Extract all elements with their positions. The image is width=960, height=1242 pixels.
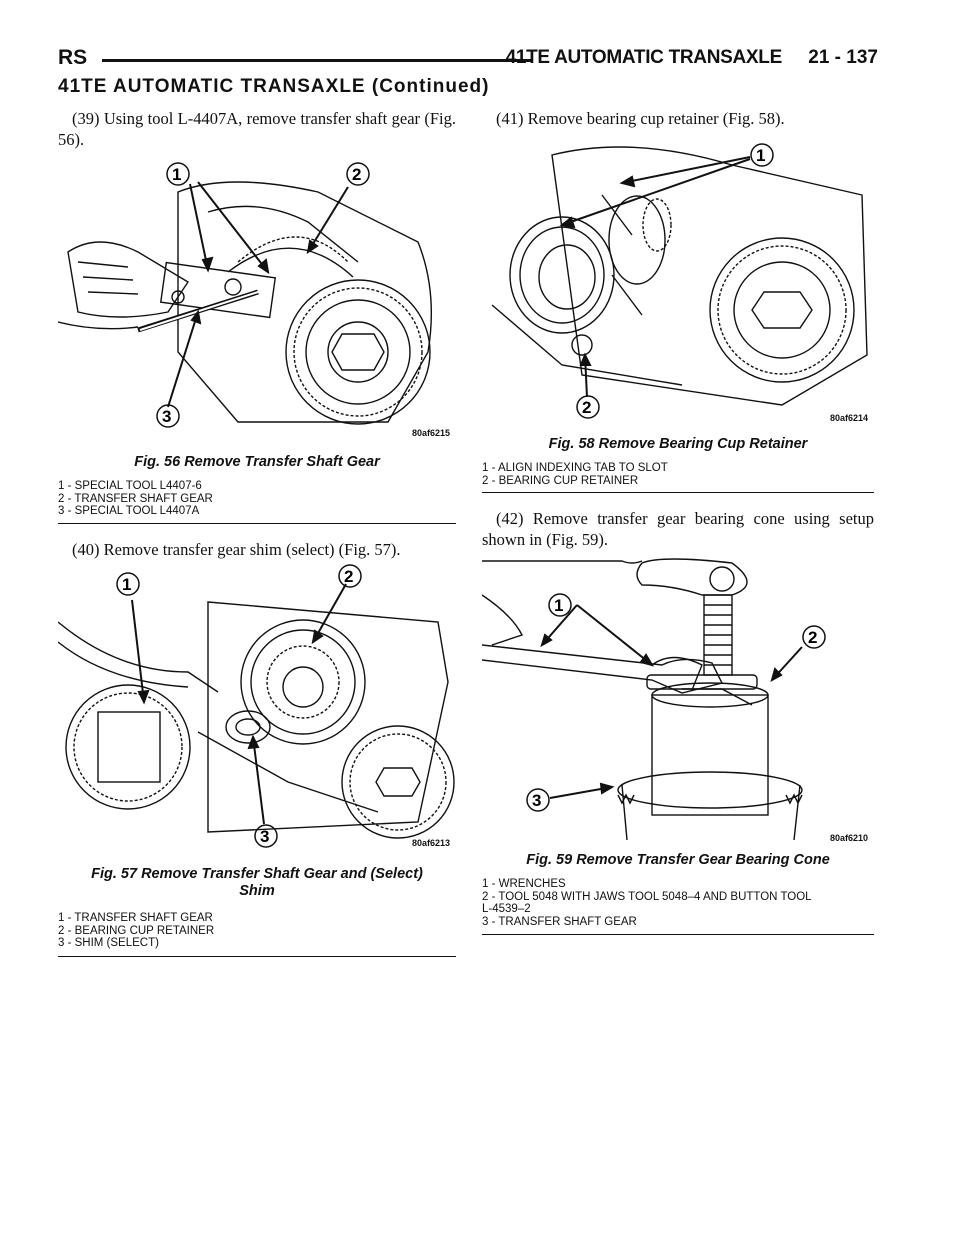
fig57-caption-line-1: Fig. 57 Remove Transfer Shaft Gear and (… xyxy=(91,866,423,882)
step-40: (40) Remove transfer gear shim (select) … xyxy=(72,540,401,559)
fig57-callout-2: 2 xyxy=(344,567,353,586)
fig56-illustration: 1 2 3 xyxy=(58,162,433,428)
figure-56: 1 2 3 80af6215 xyxy=(58,152,456,440)
fig57-caption: Fig. 57 Remove Transfer Shaft Gear and (… xyxy=(58,866,456,900)
fig57-rule xyxy=(58,956,456,957)
step-40-block: (40) Remove transfer gear shim (select) … xyxy=(58,539,456,560)
page-header: RS 41TE AUTOMATIC TRANSAXLE 21 - 137 xyxy=(58,42,878,76)
header-rule xyxy=(102,59,533,62)
fig56-legend-2: 2 - TRANSFER SHAFT GEAR xyxy=(58,492,213,505)
continued-heading: 41TE AUTOMATIC TRANSAXLE (Continued) xyxy=(58,76,490,97)
figure-58: 1 2 80af6214 xyxy=(482,135,874,425)
fig59-legend-1: 1 - WRENCHES xyxy=(482,878,566,890)
fig57-legend-3: 3 - SHIM (SELECT) xyxy=(58,937,159,949)
fig56-legend: 1 - SPECIAL TOOL L4407-6 2 - TRANSFER SH… xyxy=(58,480,456,518)
fig56-rule xyxy=(58,523,456,524)
fig56-callout-2: 2 xyxy=(352,165,361,184)
fig59-callout-2: 2 xyxy=(808,628,817,647)
fig57-legend-1: 1 - TRANSFER SHAFT GEAR xyxy=(58,912,213,924)
fig59-legend: 1 - WRENCHES 2 - TOOL 5048 WITH JAWS TOO… xyxy=(482,878,874,928)
fig56-caption: Fig. 56 Remove Transfer Shaft Gear xyxy=(134,454,380,470)
fig58-rule xyxy=(482,492,874,493)
header-title: 41TE AUTOMATIC TRANSAXLE xyxy=(505,47,783,68)
fig59-legend-3: 3 - TRANSFER SHAFT GEAR xyxy=(482,915,637,928)
fig57-legend: 1 - TRANSFER SHAFT GEAR 2 - BEARING CUP … xyxy=(58,912,456,950)
fig59-caption: Fig. 59 Remove Transfer Gear Bearing Con… xyxy=(526,852,830,868)
fig58-legend: 1 - ALIGN INDEXING TAB TO SLOT 2 - BEARI… xyxy=(482,462,874,487)
fig56-legend-1: 1 - SPECIAL TOOL L4407-6 xyxy=(58,480,202,492)
fig59-illustration: 1 2 3 xyxy=(482,558,826,841)
fig56-callout-1: 1 xyxy=(172,165,181,184)
step-42: (42) Remove transfer gear bearing cone u… xyxy=(482,509,874,549)
page-number: 21 - 137 xyxy=(808,47,878,68)
fig56-legend-3: 3 - SPECIAL TOOL L4407A xyxy=(58,505,200,517)
fig57-legend-2: 2 - BEARING CUP RETAINER xyxy=(58,924,215,937)
step-41-block: (41) Remove bearing cup retainer (Fig. 5… xyxy=(482,108,880,129)
fig57-caption-line-2: Shim xyxy=(239,883,275,899)
fig59-rule xyxy=(482,934,874,935)
fig57-callout-1: 1 xyxy=(122,575,131,594)
fig59-legend-2: 2 - TOOL 5048 WITH JAWS TOOL 5048–4 AND … xyxy=(482,890,812,903)
fig58-legend-2: 2 - BEARING CUP RETAINER xyxy=(482,474,639,487)
fig57-illustration: 1 2 3 xyxy=(58,564,455,848)
figure-59: 1 2 3 80af6210 xyxy=(482,555,874,845)
fig59-callout-1: 1 xyxy=(554,596,563,615)
figure-57: 1 2 3 80af6213 xyxy=(58,562,456,850)
step-41: (41) Remove bearing cup retainer (Fig. 5… xyxy=(496,109,785,128)
fig58-callout-1: 1 xyxy=(756,146,765,165)
fig59-image-id: 80af6210 xyxy=(829,833,868,843)
fig59-legend-2-cont: L-4539–2 xyxy=(482,903,531,915)
left-column: (39) Using tool L-4407A, remove transfer… xyxy=(58,108,456,150)
fig56-image-id: 80af6215 xyxy=(411,428,450,438)
section-code: RS xyxy=(58,46,88,69)
fig56-callout-3: 3 xyxy=(162,407,171,426)
step-42-block: (42) Remove transfer gear bearing cone u… xyxy=(482,508,874,550)
fig58-image-id: 80af6214 xyxy=(829,413,868,423)
fig58-callout-2: 2 xyxy=(582,398,591,417)
fig58-legend-1: 1 - ALIGN INDEXING TAB TO SLOT xyxy=(482,462,668,474)
step-39: (39) Using tool L-4407A, remove transfer… xyxy=(58,109,456,149)
fig57-callout-3: 3 xyxy=(260,827,269,846)
fig58-caption: Fig. 58 Remove Bearing Cup Retainer xyxy=(548,436,808,452)
fig59-callout-3: 3 xyxy=(532,791,541,810)
fig58-illustration: 1 2 xyxy=(491,143,868,419)
fig57-image-id: 80af6213 xyxy=(411,838,450,848)
